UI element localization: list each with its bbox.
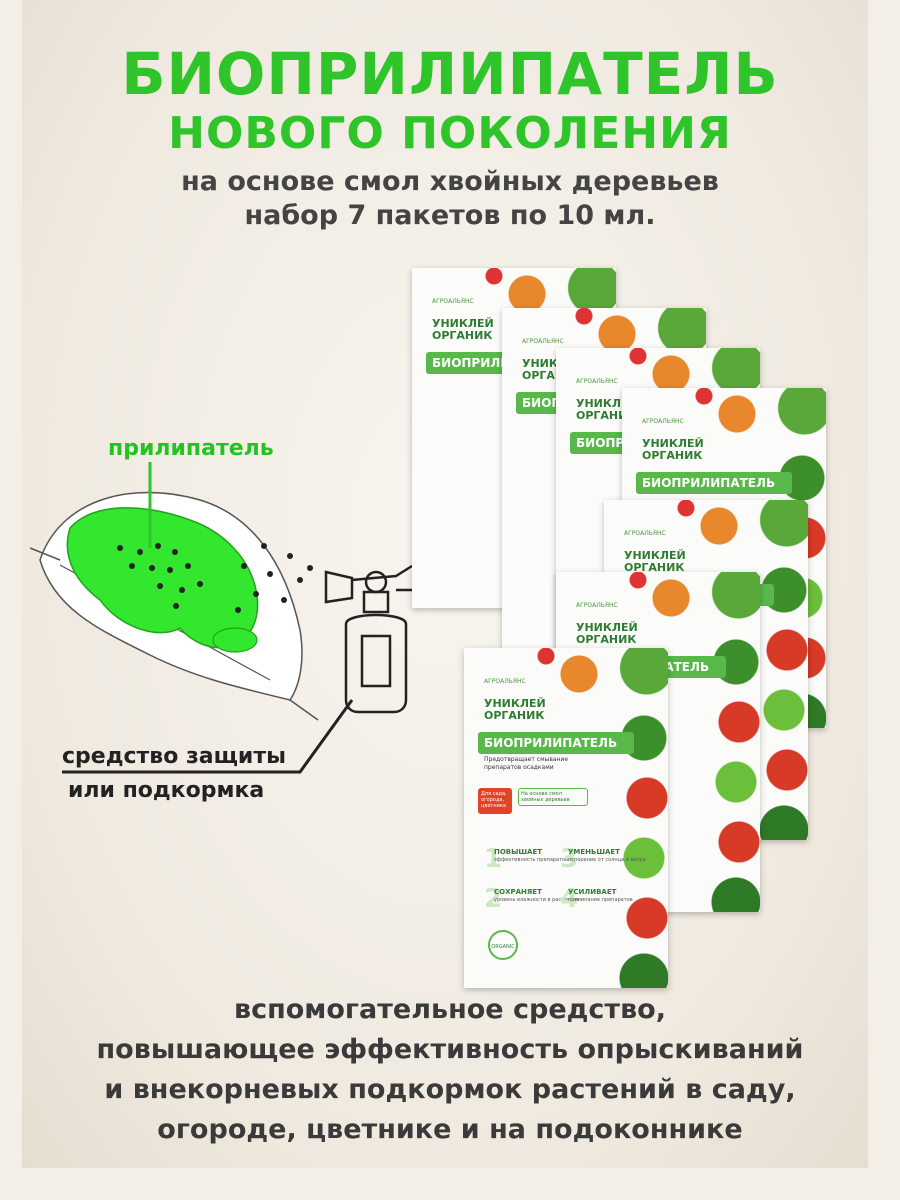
headline-line-2: НОВОГО ПОКОЛЕНИЯ xyxy=(168,108,732,159)
bottom-text-line-4: огороде, цветнике и на подоконнике xyxy=(157,1114,743,1145)
protection-label: средство защиты xyxy=(62,744,286,769)
headline-line-1: БИОПРИЛИПАТЕЛЬ xyxy=(121,40,779,108)
subheadline-line-1: на основе смол хвойных деревьев xyxy=(181,166,719,197)
vegetables-image xyxy=(706,632,760,912)
packet-brand: АГРОАЛЬЯНС xyxy=(576,378,618,385)
packet-usage-tag: Для сада, огорода, цветника xyxy=(478,788,512,814)
packet-base-tag: На основе смол хвойных деревьев xyxy=(518,788,588,806)
adhesive-blob-icon xyxy=(66,507,259,653)
vegetables-image xyxy=(692,388,826,438)
protection-pointer-line xyxy=(62,699,354,774)
feature-number: 2 xyxy=(484,884,503,914)
adhesive-label: прилипатель xyxy=(108,436,274,461)
packet-brand: АГРОАЛЬЯНС xyxy=(642,418,684,425)
feature-number: 4 xyxy=(560,884,579,914)
feature-number: 1 xyxy=(484,844,503,874)
vegetables-image xyxy=(534,648,668,698)
feeding-label: или подкормка xyxy=(68,778,265,803)
subheadline-line-2: набор 7 пакетов по 10 мл. xyxy=(244,200,656,231)
vegetables-image xyxy=(674,500,808,550)
packet-brand: АГРОАЛЬЯНС xyxy=(624,530,666,537)
feature-number: 3 xyxy=(560,844,579,874)
packet-brand: АГРОАЛЬЯНС xyxy=(432,298,474,305)
bottom-text-line-2: повышающее эффективность опрыскиваний xyxy=(96,1034,804,1065)
vegetables-image xyxy=(614,708,668,988)
vegetables-image xyxy=(754,560,808,840)
organic-badge-icon: ORGANIC xyxy=(488,930,518,960)
spray-bottle-icon xyxy=(324,564,413,714)
packet-brand: АГРОАЛЬЯНС xyxy=(522,338,564,345)
vegetables-image xyxy=(626,572,760,622)
packet-brand: АГРОАЛЬЯНС xyxy=(484,678,526,685)
bottom-text-line-1: вспомогательное средство, xyxy=(234,994,666,1025)
bottom-text-line-3: и внекорневых подкормок растений в саду, xyxy=(104,1074,796,1105)
packet-product-banner: БИОПРИЛИПАТЕЛЬ xyxy=(636,472,792,494)
packet-brand: АГРОАЛЬЯНС xyxy=(576,602,618,609)
spray-droplets xyxy=(117,543,313,613)
packet-product-banner: БИОПРИЛИПАТЕЛЬ xyxy=(478,732,634,754)
